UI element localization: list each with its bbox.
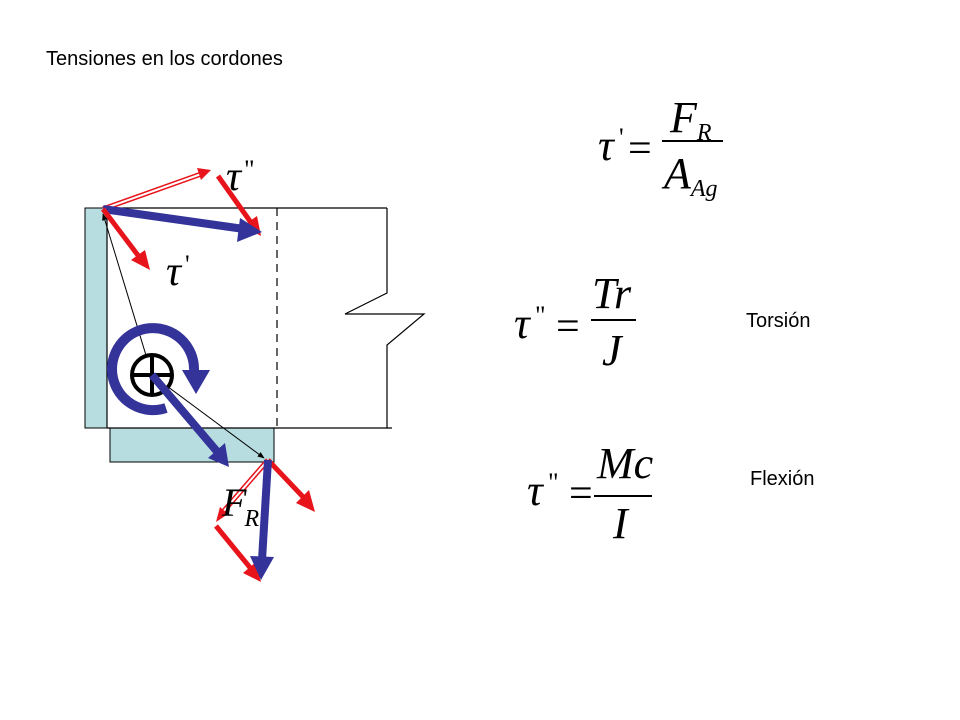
torsion-label: Torsión [746,310,811,332]
fr-force-arrow [148,372,229,467]
formula-direct-shear: τ ' = FR AAg [598,93,723,202]
tau-prime-arrow-bottom [214,524,261,582]
torsion-moment-arrow [107,323,200,416]
formula-3-tau: τ [527,466,545,515]
formula-2-tau: τ [514,299,532,348]
formula-3-numerator: Mc [596,439,654,488]
resultant-arrow-bottom [250,459,274,580]
fr-label: FR [221,480,259,532]
formula-3-double-prime: " [548,468,559,497]
formula-3-denominator: I [612,499,630,548]
formula-torsion: τ " = Tr J [514,269,636,375]
formula-3-equals: = [569,471,593,517]
tau-double-prime-arrow-bottom [266,458,315,512]
vertical-weld-seam [84,207,108,429]
plate-outline [106,207,426,429]
formula-1-tau: τ [598,121,616,170]
formula-bending: τ " = Mc I [527,439,654,548]
tau-double-prime-label: τ" [226,154,255,200]
formula-1-equals: = [628,126,652,172]
radius-line-top [102,213,153,376]
torsion-stress-thin-vector-top [102,168,211,212]
page-title: Tensiones en los cordones [46,48,283,70]
formula-2-equals: = [556,304,580,350]
formula-2-numerator: Tr [592,269,632,318]
formula-1-prime: ' [619,123,624,152]
resultant-arrow-top [102,205,262,242]
horizontal-weld-seam [109,427,275,463]
formula-2-denominator: J [602,326,624,375]
torsion-arrowhead [182,370,210,394]
radius-line-bottom [151,374,265,459]
formula-1-numerator: FR [669,93,712,146]
torsion-stress-thin-vector-bottom [216,458,270,522]
formula-2-double-prime: " [535,301,546,330]
flexion-label: Flexión [750,468,815,490]
weld-seams [84,207,275,463]
tau-prime-arrow-top [101,207,150,270]
tau-prime-label: τ' [166,249,190,295]
formula-1-denominator: AAg [661,149,718,202]
